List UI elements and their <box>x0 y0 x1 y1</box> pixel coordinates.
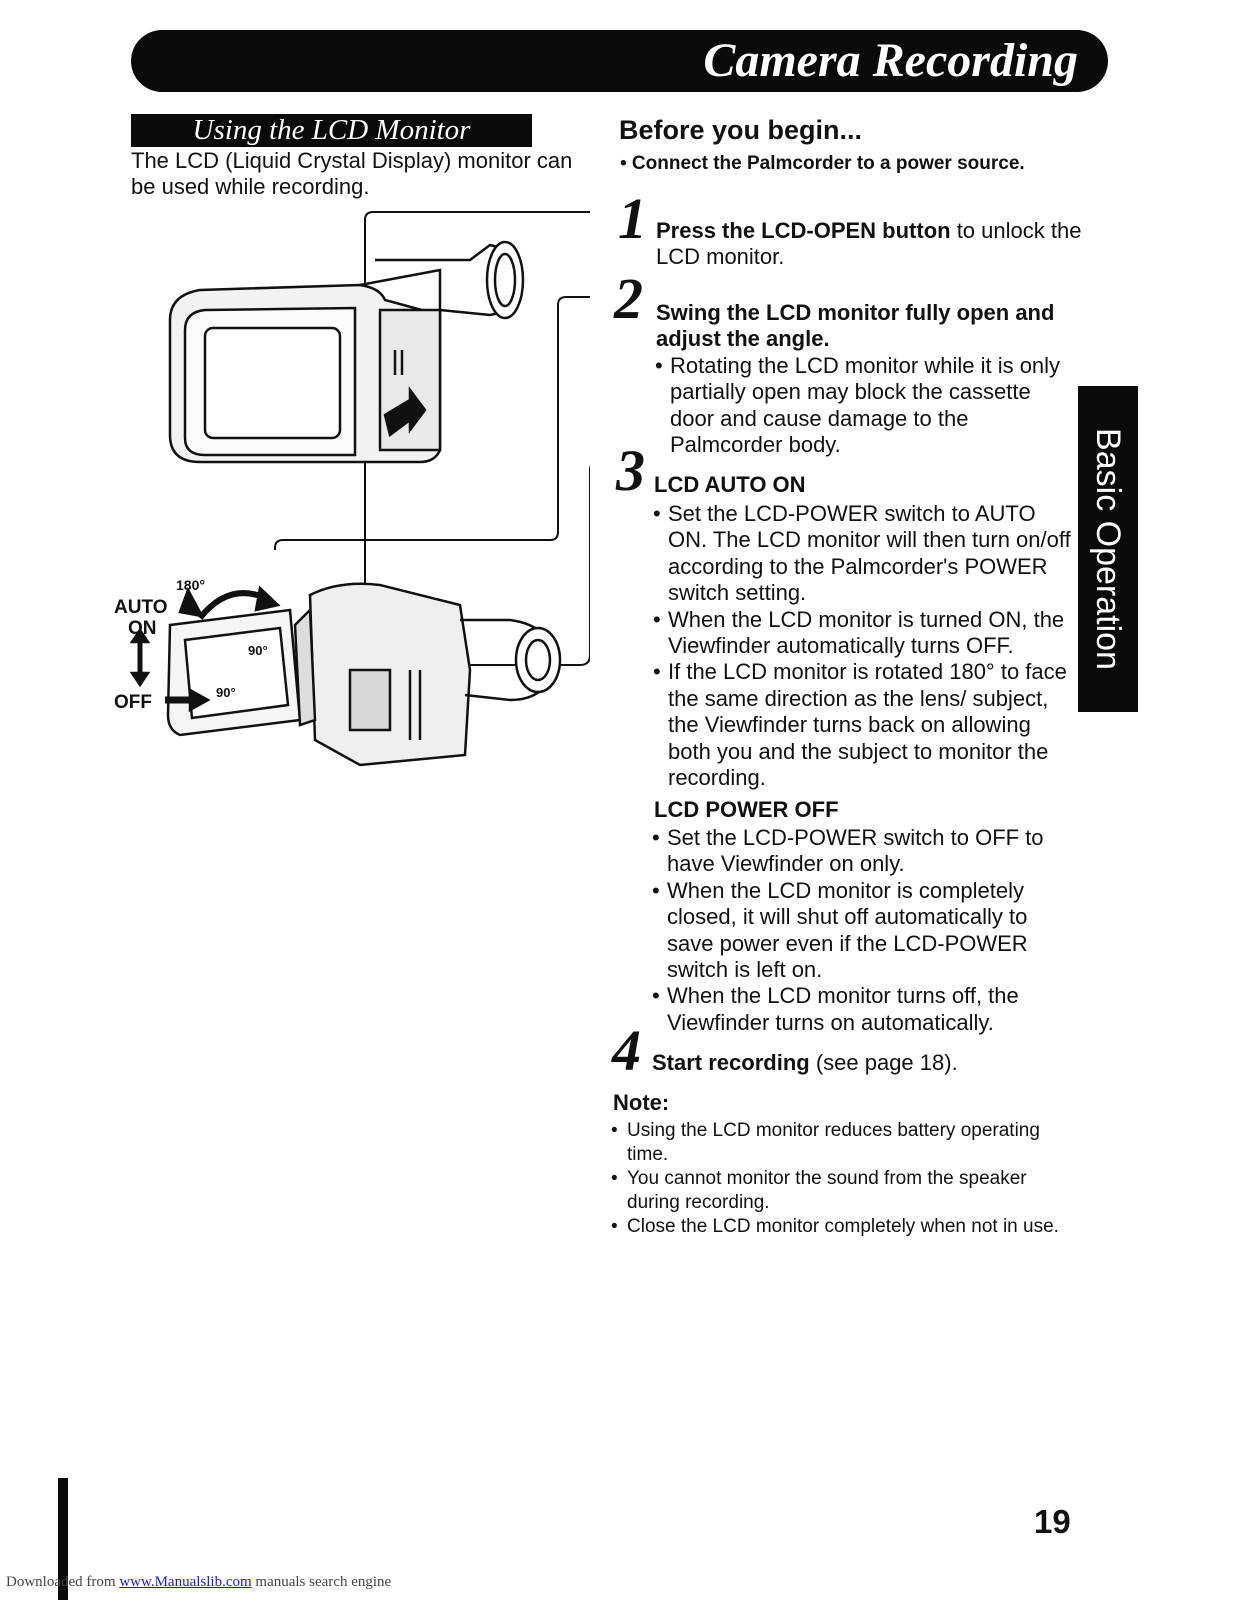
footer-link[interactable]: www.Manualslib.com <box>119 1574 252 1590</box>
list-item: Rotating the LCD monitor while it is onl… <box>655 353 1075 459</box>
callout-line-3 <box>185 465 590 666</box>
before-heading: Before you begin... <box>619 115 863 145</box>
section-heading: Using the LCD Monitor <box>131 114 532 147</box>
callout-line-1 <box>364 211 590 675</box>
list-item: Using the LCD monitor reduces battery op… <box>611 1119 1081 1167</box>
step-1-number: 1 <box>618 186 647 251</box>
side-tab: Basic Operation <box>1078 386 1138 712</box>
step-4-text: Start recording (see page 18). <box>652 1050 1082 1076</box>
step-3-bullets: Set the LCD-POWER switch to AUTO ON. The… <box>653 501 1078 791</box>
list-item: Set the LCD-POWER switch to AUTO ON. The… <box>653 501 1078 607</box>
step-3-number: 3 <box>616 438 645 503</box>
header-bar: Camera Recording <box>131 30 1108 92</box>
note-title: Note: <box>613 1090 670 1115</box>
camcorder-open <box>129 582 562 767</box>
step-3-heading2: LCD POWER OFF <box>654 797 839 822</box>
step-2-bullets: Rotating the LCD monitor while it is onl… <box>655 353 1075 459</box>
side-tab-label: Basic Operation <box>1089 428 1127 670</box>
footer-prefix: Downloaded from <box>6 1574 120 1590</box>
list-item: Set the LCD-POWER switch to OFF to have … <box>652 825 1067 878</box>
label-180: 180° <box>176 577 205 593</box>
label-off: OFF <box>114 692 152 713</box>
footer: Downloaded from www.Manualslib.com manua… <box>6 1573 391 1591</box>
step-1-rest: to unlock the LCD monitor. <box>656 218 1082 269</box>
left-border <box>58 1478 68 1600</box>
label-on: ON <box>128 618 157 639</box>
list-item: When the LCD monitor turns off, the View… <box>652 983 1067 1036</box>
step-4-number: 4 <box>612 1018 641 1083</box>
label-auto: AUTO <box>114 597 167 618</box>
callout-line-2 <box>274 296 590 550</box>
list-item: Close the LCD monitor completely when no… <box>611 1215 1081 1239</box>
label-90-bottom: 90° <box>216 685 236 700</box>
list-item: If the LCD monitor is rotated 180° to fa… <box>653 659 1078 791</box>
note-list: Using the LCD monitor reduces battery op… <box>611 1119 1081 1239</box>
page-title: Camera Recording <box>703 34 1078 87</box>
step-1-text: Press the LCD-OPEN button to unlock the … <box>656 218 1086 270</box>
list-item: When the LCD monitor is completely close… <box>652 878 1067 984</box>
step-2-number: 2 <box>614 266 643 331</box>
camcorder-illustration: 180° AUTO ON OFF 90° 90° <box>114 211 590 767</box>
page-number: 19 <box>1034 1503 1071 1540</box>
intro-text: The LCD (Liquid Crystal Display) monitor… <box>131 148 573 199</box>
camcorder-closed <box>168 240 525 464</box>
footer-suffix: manuals search engine <box>251 1574 392 1590</box>
before-bullet: • Connect the Palmcorder to a power sour… <box>620 153 1025 174</box>
step-2-heading: Swing the LCD monitor fully open and adj… <box>656 300 1055 351</box>
step-1-bold: Press the LCD-OPEN button <box>656 218 951 243</box>
list-item: You cannot monitor the sound from the sp… <box>611 1167 1081 1215</box>
step-4-rest: (see page 18). <box>809 1050 958 1075</box>
label-90-top: 90° <box>248 643 268 658</box>
step-3-bullets2: Set the LCD-POWER switch to OFF to have … <box>652 825 1067 1036</box>
step-3-heading: LCD AUTO ON <box>654 472 806 497</box>
step-4-bold: Start recording <box>652 1050 810 1075</box>
list-item: When the LCD monitor is turned ON, the V… <box>653 607 1078 660</box>
